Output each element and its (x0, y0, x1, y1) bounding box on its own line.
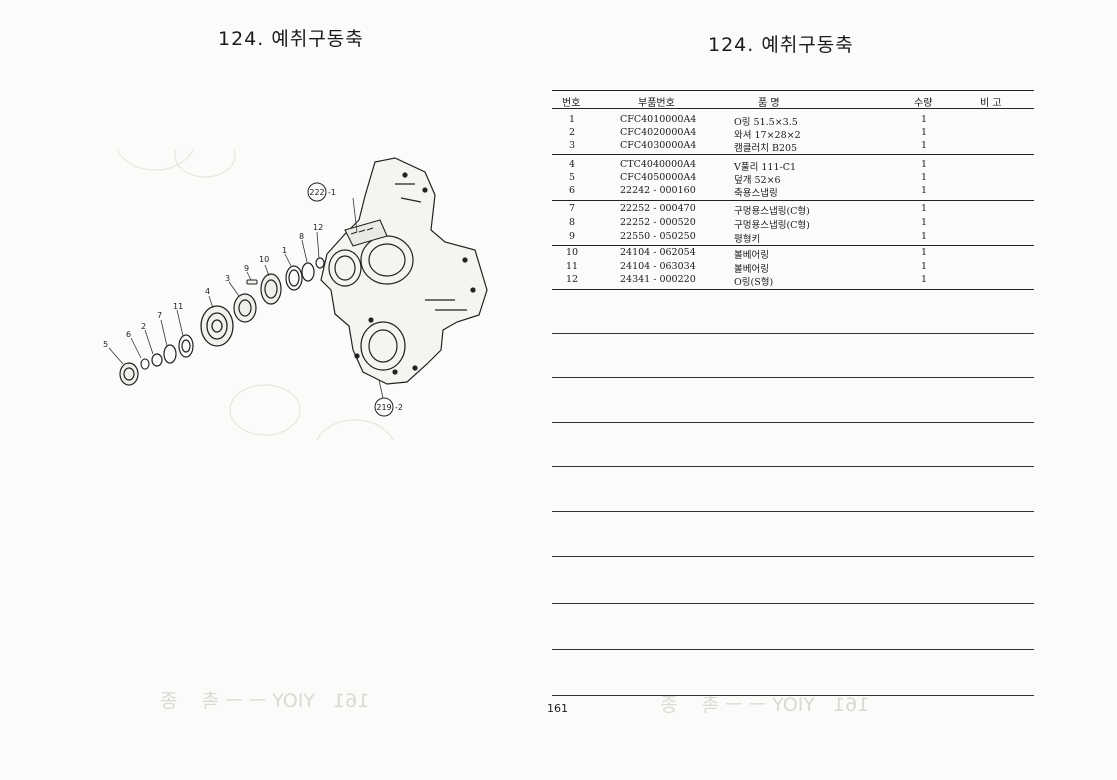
table-bottom-rule (552, 289, 1034, 290)
header-name: 품 명 (758, 98, 780, 109)
table-row: 10 24104 - 062054 볼베어링 1 (565, 247, 928, 261)
blank-rule (552, 333, 1034, 334)
callout-5: 5 (103, 340, 108, 349)
table-row: 6 22242 - 000160 축용스냅링 1 (568, 185, 928, 199)
part-cover-5 (119, 362, 139, 386)
callout-2: 2 (141, 322, 146, 331)
exploded-parts-diagram: 5 6 2 7 11 4 3 9 10 1 8 12 222 -1 219 -2 (103, 150, 488, 440)
part-clutch-3 (233, 293, 257, 323)
blank-rule (552, 556, 1034, 557)
svg-text:-1: -1 (328, 188, 336, 197)
ref-222-top: 222 -1 (307, 182, 336, 202)
group-rule (552, 154, 1034, 155)
callout-6: 6 (126, 330, 131, 339)
part-pulley-4 (200, 305, 234, 347)
table-row: 3 CFC4030000A4 캠클러치 B205 1 (568, 140, 928, 154)
gear-housing (320, 157, 488, 385)
part-ring-12 (315, 257, 325, 269)
leader-lines (108, 197, 384, 399)
callout-12: 12 (313, 223, 323, 232)
callout-1: 1 (282, 246, 287, 255)
callout-8: 8 (299, 232, 304, 241)
callout-11: 11 (173, 302, 183, 311)
header-no: 번호 (562, 98, 581, 109)
svg-text:219: 219 (376, 403, 391, 412)
table-row: 2 CFC4020000A4 와셔 17×28×2 1 (568, 127, 928, 141)
part-snapring-7 (163, 344, 177, 364)
table-row: 12 24341 - 000220 O링(S형) 1 (565, 274, 928, 288)
blank-rule (552, 649, 1034, 650)
table-row: 4 CTC4040000A4 V풀리 111-C1 1 (568, 159, 928, 173)
table-row: 7 22252 - 000470 구멍용스냅링(C형) 1 (568, 203, 928, 217)
blank-rule (552, 377, 1034, 378)
callout-10: 10 (259, 255, 269, 264)
blank-rule (552, 603, 1034, 604)
part-bearing-11 (178, 334, 194, 358)
header-remark: 비 고 (980, 98, 1002, 109)
blank-rule (552, 422, 1034, 423)
blank-rule (552, 695, 1034, 696)
table-row: 5 CFC4050000A4 덮개 52×6 1 (568, 172, 928, 186)
bleed-through-drawing (116, 150, 394, 440)
part-snapring-6 (140, 358, 150, 370)
header-part-no: 부품번호 (638, 98, 675, 109)
group-rule (552, 200, 1034, 201)
bleed-through-text: 161 YIOY ㅡ ㅡ 촉 종 (160, 690, 370, 712)
header-qty: 수량 (914, 98, 933, 109)
ref-219-bottom: 219 -2 (374, 397, 403, 417)
part-bearing-1 (285, 265, 303, 291)
callout-3: 3 (225, 274, 230, 283)
left-page: 124. 예취구동축 161 YIOY ㅡ ㅡ 촉 종 (0, 0, 540, 780)
part-washer-2 (151, 353, 163, 367)
part-bearing-10 (260, 273, 282, 305)
table-top-rule (552, 90, 1034, 91)
svg-text:222: 222 (309, 188, 324, 197)
table-row: 11 24104 - 063034 볼베어링 1 (565, 261, 928, 275)
drive-shaft (344, 219, 388, 247)
blank-rule (552, 466, 1034, 467)
group-rule (552, 245, 1034, 246)
right-page: 124. 예취구동축 161 YIOY ㅡ ㅡ 촉 종 번호 부품번호 품 명 … (540, 0, 1117, 780)
part-ring-8 (301, 262, 315, 282)
table-row: 8 22252 - 000520 구멍용스냅링(C형) 1 (568, 217, 928, 231)
part-key-9 (246, 279, 258, 285)
blank-rule (552, 511, 1034, 512)
table-row: 1 CFC4010000A4 O링 51.5×3.5 1 (568, 114, 928, 128)
callout-7: 7 (157, 311, 162, 320)
header-bottom-rule (552, 108, 1034, 109)
svg-text:-2: -2 (395, 403, 403, 412)
callout-9: 9 (244, 264, 249, 273)
right-page-title: 124. 예취구동축 (708, 34, 854, 56)
page-number: 161 (547, 702, 568, 715)
table-row: 9 22550 - 050250 평형키 1 (568, 231, 928, 245)
left-page-title: 124. 예취구동축 (218, 28, 364, 50)
callout-4: 4 (205, 287, 210, 296)
